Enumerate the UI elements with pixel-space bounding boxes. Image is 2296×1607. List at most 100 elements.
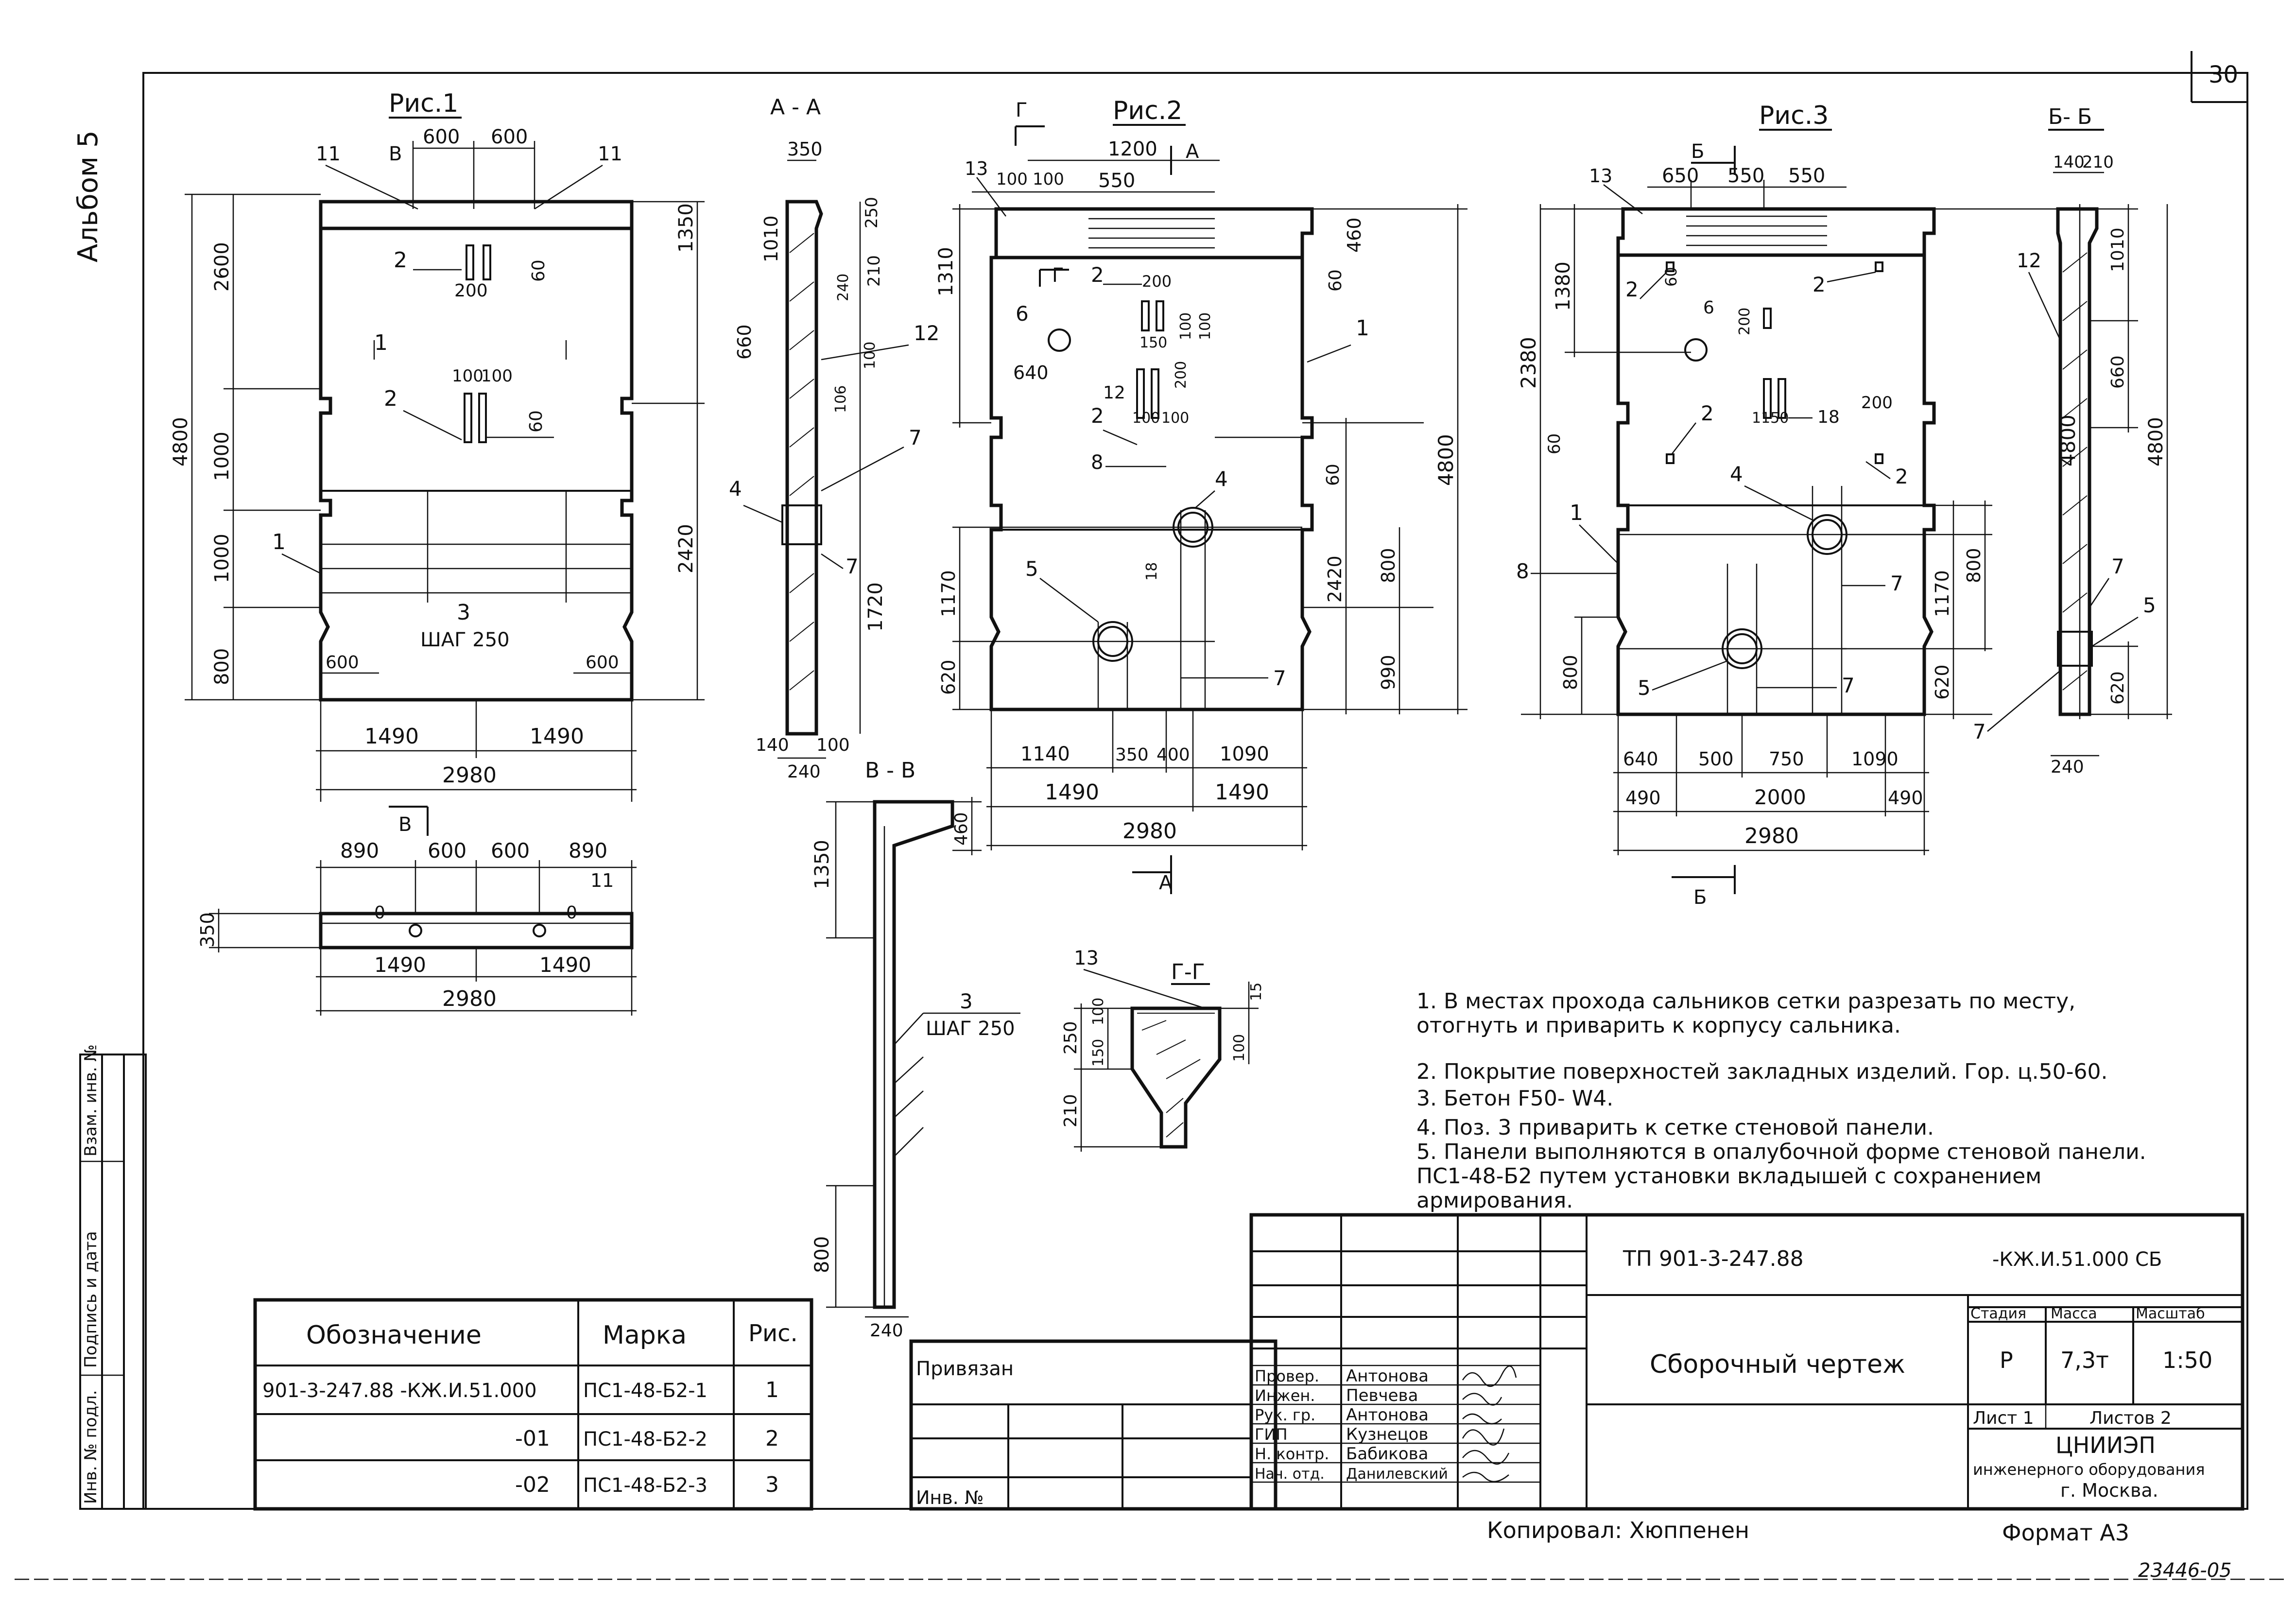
plan-label-0a: 0 [374,903,385,923]
fig2-dim-640: 640 [1013,362,1049,383]
fig3-label-1: 1 [1570,501,1583,525]
fig2-dim-100c: 100 [1132,410,1160,427]
gg-dim-15: 15 [1248,983,1265,1001]
fig2-title: Рис.2 [1113,96,1182,125]
fig2-dim-200b: 200 [1173,361,1190,389]
aa-dim-100: 100 [862,342,879,369]
fig2-dim-1490b: 1490 [1215,780,1269,805]
tb-name-6: Данилевский [1346,1466,1448,1483]
plan-label-v: В [398,813,412,836]
fig1-label-3: 3 [457,600,470,625]
fig2-label-g-top: Г [1016,99,1027,121]
fig2-dim-150: 150 [1139,334,1167,351]
bb-dim-210: 210 [2082,153,2114,172]
fig2-label-12: 12 [1103,383,1125,403]
section-aa-outline [785,200,823,736]
fig3-label-18: 18 [1817,407,1840,427]
fig2-dim-550: 550 [1098,170,1135,192]
aa-dim-100b: 100 [816,735,850,755]
fig2-dim-1310: 1310 [935,247,957,296]
gg-dim-100a: 100 [1090,998,1107,1025]
aa-dim-350: 350 [787,138,823,160]
note-3: 3. Бетон F50- W4. [1416,1086,1613,1111]
fig3-label-4: 4 [1730,462,1743,486]
spec-row3-mark: ПС1-48-Б2-3 [583,1474,708,1497]
tb-stage: Р [2000,1347,2013,1373]
fig2-dim-460: 460 [1344,217,1365,253]
fig2-dim-800: 800 [1378,548,1399,583]
fig1-dim-2600: 2600 [211,242,233,292]
fig1-dim-1000b: 1000 [211,534,233,583]
tb-role-3: Рук. гр. [1255,1406,1315,1424]
fig3-dim-2380: 2380 [1517,337,1540,389]
stamp-vzam: Взам. инв. № [81,1044,101,1157]
spec-table: Обозначение Марка Рис. 901-3-247.88 -КЖ.… [253,1298,813,1511]
fig3-label-2a: 2 [1625,277,1639,301]
fig2-label-a-top: А [1186,140,1199,163]
tb-privyazan: Привязан [916,1358,1014,1380]
fig1-dim-600b: 600 [491,126,528,148]
plan-dim-2980: 2980 [442,986,497,1011]
fig3-dim-60: 60 [1545,433,1564,454]
plan-label-11: 11 [590,870,614,891]
fig2-label-g-mid: Г [1052,264,1064,287]
section-aa-title: А - А [770,95,821,120]
fig3-title: Рис.3 [1759,101,1829,130]
spec-row3-fig: 3 [765,1472,779,1497]
fig1-title: Рис.1 [389,89,458,118]
tb-sheet: Лист 1 [1973,1408,2034,1428]
fig3-hole [1684,338,1708,362]
section-bb-title: Б- Б [2048,104,2092,129]
fig3-label-8: 8 [1516,559,1529,583]
tb-code-left: ТП 901-3-247.88 [1623,1246,1804,1271]
tb-stage-header: Стадия [1970,1305,2026,1322]
vv-dim-1350: 1350 [811,840,833,889]
aa-dim-240: 240 [835,274,852,301]
aa-dim-106: 106 [832,385,849,413]
tb-role-6: Нач. отд. [1255,1466,1325,1483]
fig1-dim-1350: 1350 [675,203,697,253]
plan-label-0b: 0 [566,903,577,923]
spec-header-designation: Обозначение [306,1321,482,1350]
tb-role-5: Н. контр. [1255,1445,1329,1463]
fig1-dim-1490a: 1490 [364,724,419,749]
fig3-dim-500: 500 [1698,748,1734,770]
fig1-dim-800: 800 [211,648,233,685]
fig1-label-2b: 2 [384,386,397,411]
note-4: 4. Поз. 3 приварить к сетке стеновой пан… [1416,1115,1934,1140]
fig2-dim-2980: 2980 [1122,819,1177,844]
spec-row1-designation: 901-3-247.88 -КЖ.И.51.000 [262,1380,537,1402]
aa-dim-210: 210 [864,255,884,287]
spec-row1-mark: ПС1-48-Б2-1 [583,1380,708,1402]
fig2-label-1: 1 [1356,316,1369,341]
fig3-dim-640: 640 [1623,748,1658,770]
fig1-dim-1000a: 1000 [211,432,233,481]
fig2-dim-60b: 60 [1323,464,1343,486]
section-gg-outline [1130,1006,1222,1149]
bb-label-12: 12 [2017,250,2041,272]
fig2-label-7: 7 [1273,666,1286,690]
tb-mass-header: Масса [2051,1305,2097,1322]
note-5c: армирования. [1416,1188,1573,1213]
fig2-dim-1140: 1140 [1020,743,1070,765]
fig3-label-2d: 2 [1895,465,1908,488]
fig1-dim-60b: 60 [526,410,546,432]
tb-name-4: Кузнецов [1346,1425,1428,1444]
sheet-number: 30 [2209,61,2238,88]
note-1b: отогнуть и приварить к корпусу сальника. [1416,1013,1901,1038]
spec-header-fig: Рис. [748,1320,798,1347]
note-5a: 5. Панели выполняются в опалубочной форм… [1416,1140,2146,1164]
fig1-dim-100b: 100 [481,366,513,386]
aa-dim-660: 660 [734,324,755,360]
fig3-label-2b: 2 [1813,273,1826,296]
fig3-dim-800b: 800 [1560,655,1581,690]
fig3-dim-1090: 1090 [1851,748,1899,770]
tb-title: Сборочный чертеж [1650,1350,1905,1379]
fig2-label-5: 5 [1025,557,1038,581]
gg-label-13: 13 [1074,947,1099,969]
gg-dim-250: 250 [1061,1021,1081,1054]
bb-dim-1010: 1010 [2108,227,2128,272]
plan-dim-1490a: 1490 [374,953,426,977]
plan-dim-890b: 890 [569,839,607,863]
